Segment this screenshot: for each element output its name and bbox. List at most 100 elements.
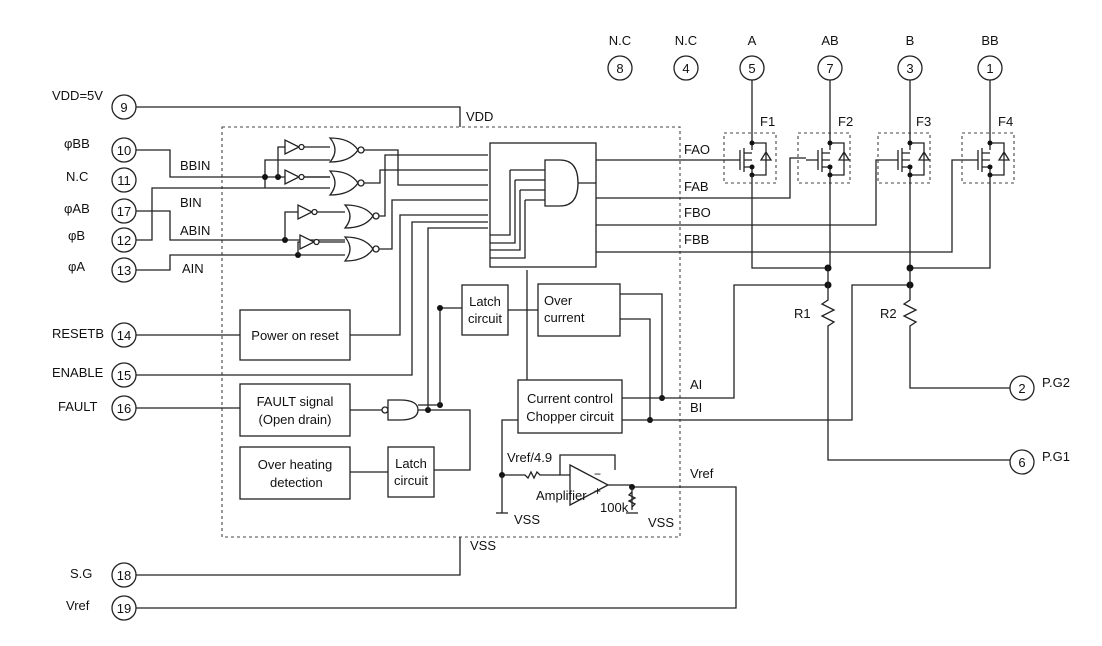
latch-circuit-top [461,284,509,336]
sense-resistors: R1 R2 2 P.G2 6 P.G1 [794,264,1070,475]
current-control-label-2: Chopper circuit [526,409,614,424]
left-pins: VDD=5V 9 VDD φBB 10 BBIN N.C 11 φAB 17 A… [52,88,737,621]
pin-number-3: 3 [906,61,913,76]
pin-label-b: B [906,33,915,48]
pin-number-9: 9 [120,100,127,115]
pin-label-pg2: P.G2 [1042,375,1070,390]
pin-label-bb: BB [981,33,998,48]
amplifier-label: Amplifier [536,488,587,503]
output-fets: F1 F2 F3 F4 [720,80,1015,269]
resistor-r1: R1 [794,306,811,321]
top-pins: N.C 8 N.C 4 A 5 AB 7 B 3 BB 1 [607,33,1003,81]
latch-circuit-bottom [387,446,435,498]
pin-number-13: 13 [117,263,131,278]
pin-label-resetb: RESETB [52,326,104,341]
pin-label-pg1: P.G1 [1042,449,1070,464]
resistor-r2: R2 [880,306,897,321]
pin-number-11: 11 [117,173,131,188]
pin-number-4: 4 [682,61,689,76]
signal-fbb: FBB [684,232,709,247]
pin-2 [1009,375,1035,401]
fet-f1 [723,132,777,184]
pin-6 [1009,449,1035,475]
svg-text:+: + [594,484,601,498]
pin-label-nc8: N.C [609,33,631,48]
pin-number-6: 6 [1018,455,1025,470]
pin-label-sg: S.G [70,566,92,581]
pin-label-phib: φB [68,228,85,243]
latch-top-label-2: circuit [468,311,502,326]
pin-label-enable: ENABLE [52,365,104,380]
fault-signal-block [239,383,351,437]
pin-number-1: 1 [986,61,993,76]
signal-fab: FAB [684,179,709,194]
pin-label-phia: φA [68,259,85,274]
power-on-reset-block [239,309,351,361]
pin-number-17: 17 [117,204,131,219]
fet-label-f1: F1 [760,114,775,129]
pin-number-14: 14 [117,328,131,343]
over-current-block [537,283,621,337]
pin-4 [673,55,699,81]
input-logic [222,137,488,262]
internal-blocks: Power on reset FAULT signal (Open drain)… [239,214,910,530]
fet-label-f4: F4 [998,114,1013,129]
fault-signal-label-2: (Open drain) [259,412,332,427]
over-heating-label-1: Over heating [258,457,332,472]
over-current-label-2: current [544,310,585,325]
current-control-label-1: Current control [527,391,613,406]
latch-top-label-1: Latch [469,294,501,309]
pin-11 [111,167,137,193]
pin-label-vdd: VDD=5V [52,88,103,103]
signal-bin: BIN [180,195,202,210]
pin-label-phiab: φAB [64,201,90,216]
signal-vdd: VDD [466,109,493,124]
pin-8 [607,55,633,81]
fet-label-f2: F2 [838,114,853,129]
fet-label-f3: F3 [916,114,931,129]
latch-bottom-label-1: Latch [395,456,427,471]
pin-number-10: 10 [117,143,131,158]
signal-fao: FAO [684,142,710,157]
signal-vref: Vref [690,466,714,481]
over-heating-block [239,446,351,500]
signal-bi: BI [690,400,702,415]
pin-label-vref: Vref [66,598,90,613]
pin-number-12: 12 [117,233,131,248]
signal-bbin: BBIN [180,158,210,173]
fet-f2 [797,132,851,184]
latch-bottom-label-2: circuit [394,473,428,488]
ic-boundary [221,126,681,538]
vss-label-2: VSS [648,515,674,530]
vss-label-1: VSS [514,512,540,527]
signal-ain: AIN [182,261,204,276]
output-logic-block: FAO FAB FBO FBB [489,142,966,268]
fet-f3 [877,132,931,184]
pin-number-5: 5 [748,61,755,76]
pin-number-7: 7 [826,61,833,76]
pin-number-16: 16 [117,401,131,416]
pin-label-ab: AB [821,33,838,48]
signal-fbo: FBO [684,205,711,220]
power-on-reset-label: Power on reset [251,328,339,343]
pin-number-19: 19 [117,601,131,616]
over-current-label-1: Over [544,293,573,308]
signal-abin: ABIN [180,223,210,238]
amplifier-triangle [569,463,610,507]
pin-number-15: 15 [117,368,131,383]
pin-number-8: 8 [616,61,623,76]
fault-signal-label-1: FAULT signal [257,394,334,409]
pin-label-nc11: N.C [66,169,88,184]
signal-vss: VSS [470,538,496,553]
over-heating-label-2: detection [270,475,323,490]
pin-number-18: 18 [117,568,131,583]
svg-text:−: − [594,467,601,481]
current-control-block [517,379,623,434]
pin-label-fault: FAULT [58,399,98,414]
signal-ai: AI [690,377,702,392]
resistor-100k: 100k [600,500,629,515]
pin-label-a: A [748,33,757,48]
fet-f4 [961,132,1015,184]
